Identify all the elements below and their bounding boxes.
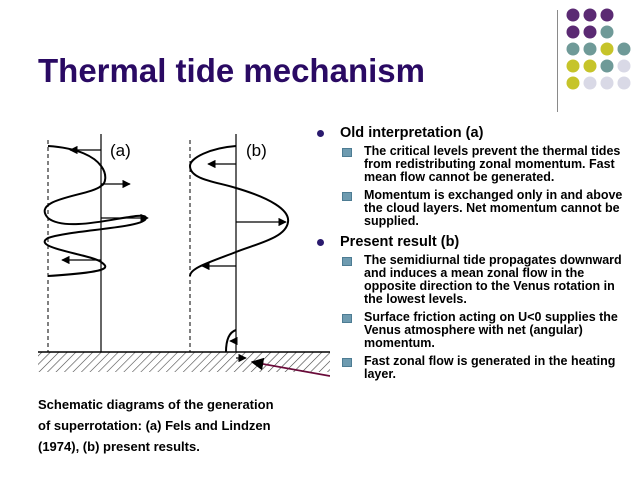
sub-bullet: The semidiurnal tide propagates downward…: [340, 254, 630, 306]
decor-dot: [617, 59, 631, 73]
decor-dot: [617, 42, 631, 56]
diagram-label-a: (a): [110, 141, 131, 160]
decor-dot: [600, 8, 614, 22]
decor-dot: [600, 25, 614, 39]
decor-dot: [600, 59, 614, 73]
decor-dot: [583, 59, 597, 73]
diagram-a: [43, 134, 149, 352]
slide-title: Thermal tide mechanism: [38, 52, 425, 89]
bullet-text: Present result (b): [340, 234, 460, 250]
bullet-text: Old interpretation (a): [340, 125, 484, 141]
diagram-caption: Schematic diagrams of the generation of …: [38, 397, 274, 454]
diagram-b: [188, 134, 290, 363]
sub-bullet-list: The semidiurnal tide propagates downward…: [312, 254, 630, 381]
decor-dot: [566, 42, 580, 56]
decorative-divider-line: [557, 10, 558, 112]
bullet-list: Old interpretation (a) The critical leve…: [312, 124, 630, 386]
sub-bullet: Surface friction acting on U<0 supplies …: [340, 311, 630, 350]
decor-dot: [583, 8, 597, 22]
decor-dot: [583, 25, 597, 39]
decor-dot: [583, 42, 597, 56]
sub-list-wrapper: The critical levels prevent the thermal …: [312, 145, 630, 228]
sub-list-wrapper: The semidiurnal tide propagates downward…: [312, 254, 630, 381]
decor-dot: [600, 76, 614, 90]
sub-bullet: Momentum is exchanged only in and above …: [340, 189, 630, 228]
schematic-diagram: (a) (b): [38, 134, 330, 377]
sub-bullet: The critical levels prevent the thermal …: [340, 145, 630, 184]
bullet-old-interpretation: Old interpretation (a): [312, 124, 630, 142]
decor-dot: [566, 59, 580, 73]
decor-dot: [600, 42, 614, 56]
decor-dot: [566, 25, 580, 39]
diagram-label-b: (b): [246, 141, 267, 160]
sub-bullet: Fast zonal flow is generated in the heat…: [340, 355, 630, 381]
pointer-arrow: [250, 357, 330, 377]
decor-dot: [566, 76, 580, 90]
bullet-present-result: Present result (b): [312, 233, 630, 251]
decor-dot: [566, 8, 580, 22]
decorative-dot-grid: [566, 8, 631, 90]
decor-dot: [617, 76, 631, 90]
sub-bullet-list: The critical levels prevent the thermal …: [312, 145, 630, 228]
decor-dot: [583, 76, 597, 90]
